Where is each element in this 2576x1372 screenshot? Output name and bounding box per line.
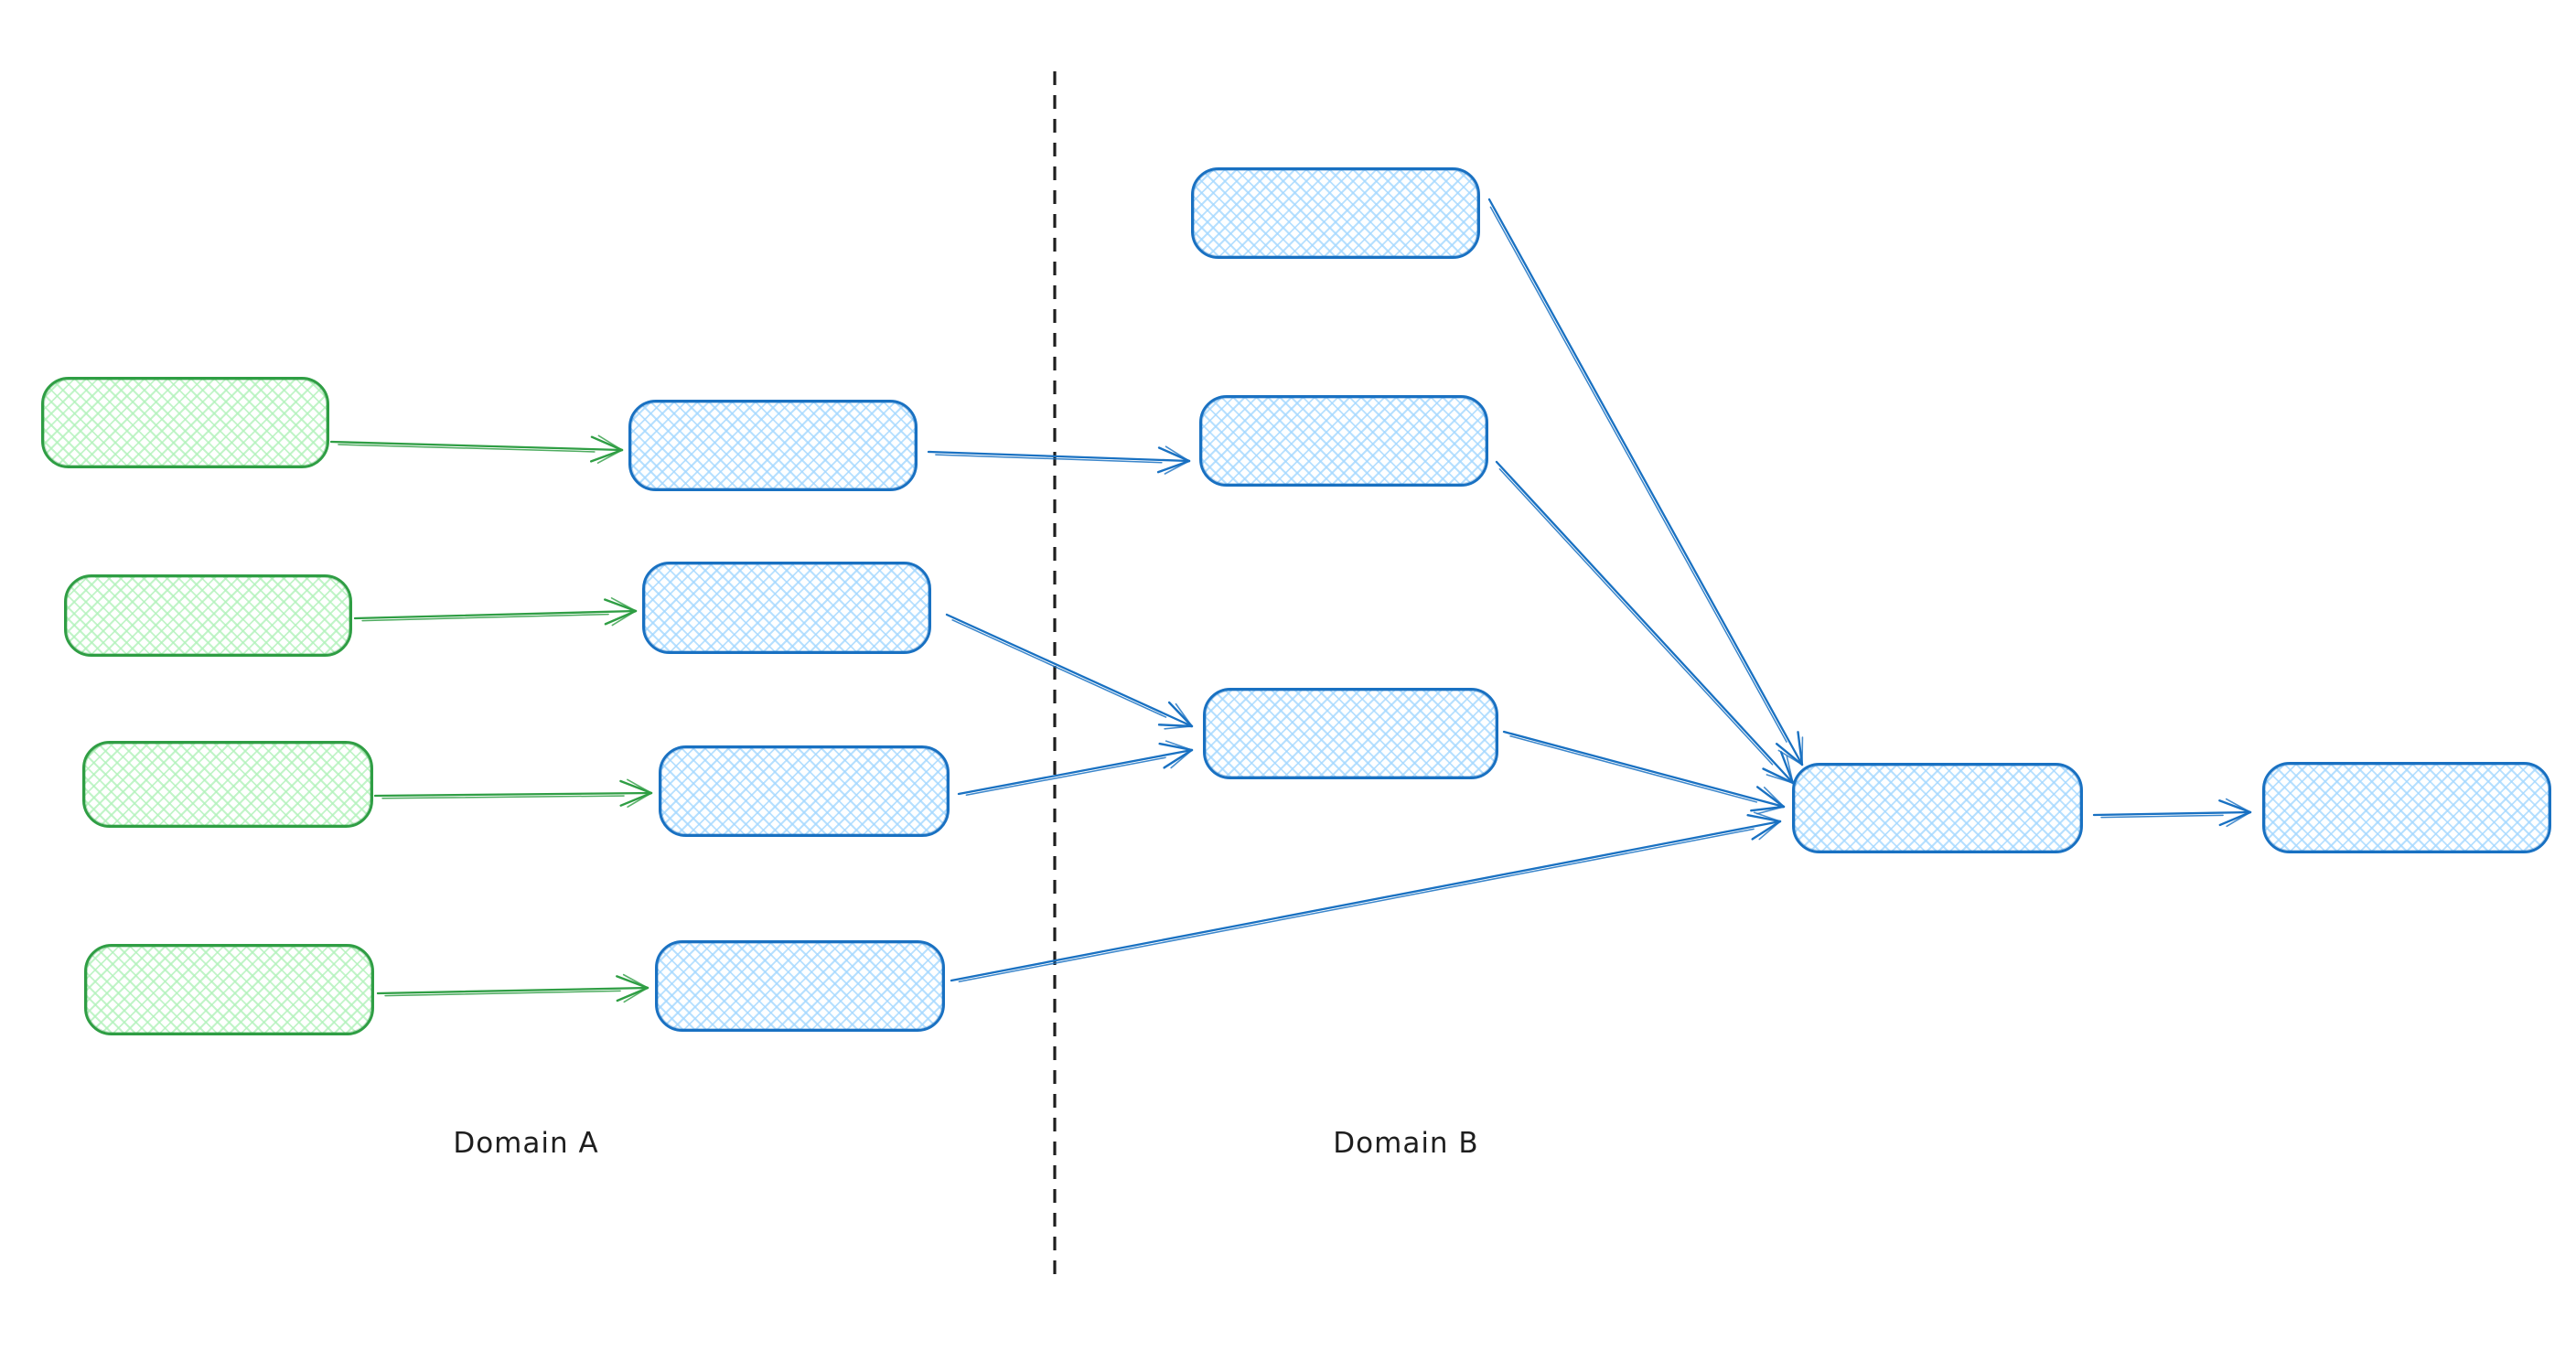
- node-domain-a-node-3[interactable]: [659, 745, 950, 837]
- domain-b-label[interactable]: Domain B: [1333, 1127, 1479, 1160]
- node-green-source-2[interactable]: [64, 574, 352, 657]
- node-domain-a-node-4[interactable]: [655, 940, 945, 1032]
- node-domain-b-merge[interactable]: [1792, 763, 2083, 853]
- edge-a1-to-b2[interactable]: [927, 445, 1191, 475]
- node-domain-b-node-2[interactable]: [1199, 395, 1488, 487]
- edge-b2-to-merge[interactable]: [1495, 460, 1795, 785]
- node-green-source-4[interactable]: [84, 944, 374, 1035]
- domain-a-label[interactable]: Domain A: [453, 1127, 599, 1160]
- edge-green3-to-a3[interactable]: [373, 778, 653, 808]
- edge-green4-to-a4[interactable]: [376, 973, 649, 1003]
- edge-a3-to-b3[interactable]: [957, 740, 1194, 797]
- edge-b3-to-merge[interactable]: [1502, 730, 1786, 815]
- edge-a4-to-merge[interactable]: [950, 811, 1782, 982]
- node-green-source-3[interactable]: [82, 741, 373, 828]
- edge-a2-to-b3[interactable]: [945, 613, 1194, 730]
- node-domain-b-output[interactable]: [2262, 762, 2551, 853]
- node-domain-b-node-1[interactable]: [1191, 167, 1480, 259]
- edge-green2-to-a2[interactable]: [353, 596, 638, 627]
- edge-merge-to-output[interactable]: [2092, 798, 2252, 828]
- node-domain-a-node-1[interactable]: [628, 400, 918, 491]
- node-green-source-1[interactable]: [41, 377, 329, 468]
- node-domain-b-node-3[interactable]: [1203, 688, 1498, 779]
- edge-green1-to-a1[interactable]: [329, 434, 624, 464]
- edge-b1-to-merge[interactable]: [1487, 198, 1804, 766]
- node-domain-a-node-2[interactable]: [642, 562, 931, 654]
